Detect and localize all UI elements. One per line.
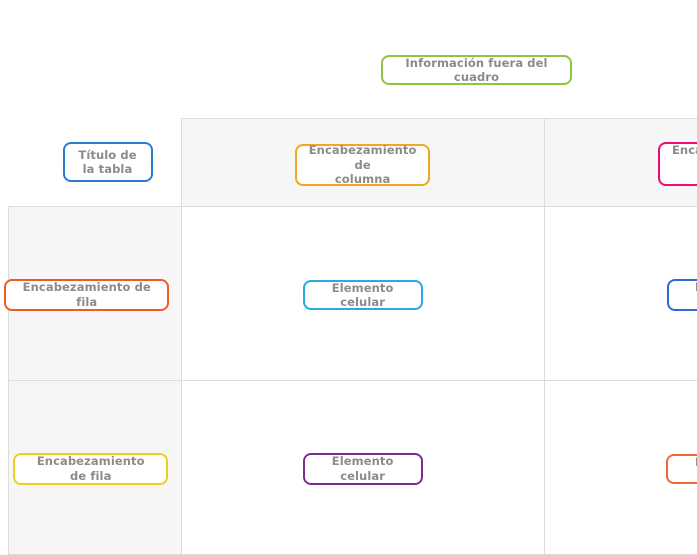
cell-item-pill-r2c1[interactable]: Elemento celular [303,453,423,485]
table-cell-r1c1: Elemento celular [181,207,544,381]
data-table: Título de la tabla Encabezamiento de col… [8,118,697,555]
outside-table-note[interactable]: Información fuera del cuadro [381,55,572,85]
table-cell-r2c2: Elemento celular [544,381,697,555]
cell-item-pill-r1c1[interactable]: Elemento celular [303,280,423,310]
table-title-pill[interactable]: Título de la tabla [63,142,153,182]
table-cell-r2c1: Elemento celular [181,381,544,555]
row-header-cell-2: Encabezamiento de fila [9,381,182,555]
table-row: Encabezamiento de fila Elemento celular … [9,381,697,555]
table-diagram: Título de la tabla Encabezamiento de col… [0,0,697,520]
table-header-row: Título de la tabla Encabezamiento de col… [9,119,697,207]
row-header-pill-2[interactable]: Encabezamiento de fila [13,453,168,485]
table-row: Encabezamiento de fila Elemento celular … [9,207,697,381]
column-header-pill-1[interactable]: Encabezamiento de columna [295,144,430,186]
column-header-cell-2: Encabezamiento de columna [544,119,697,207]
cell-item-pill-r2c2[interactable]: Elemento celular [666,454,697,484]
table-cell-r1c2: Elemento celular [544,207,697,381]
table-caption-cell: Título de la tabla [9,119,182,207]
column-header-pill-2[interactable]: Encabezamiento de columna [658,142,697,186]
cell-item-pill-r1c2[interactable]: Elemento celular [667,279,697,311]
row-header-cell-1: Encabezamiento de fila [9,207,182,381]
column-header-cell-1: Encabezamiento de columna [181,119,544,207]
row-header-pill-1[interactable]: Encabezamiento de fila [4,279,169,311]
